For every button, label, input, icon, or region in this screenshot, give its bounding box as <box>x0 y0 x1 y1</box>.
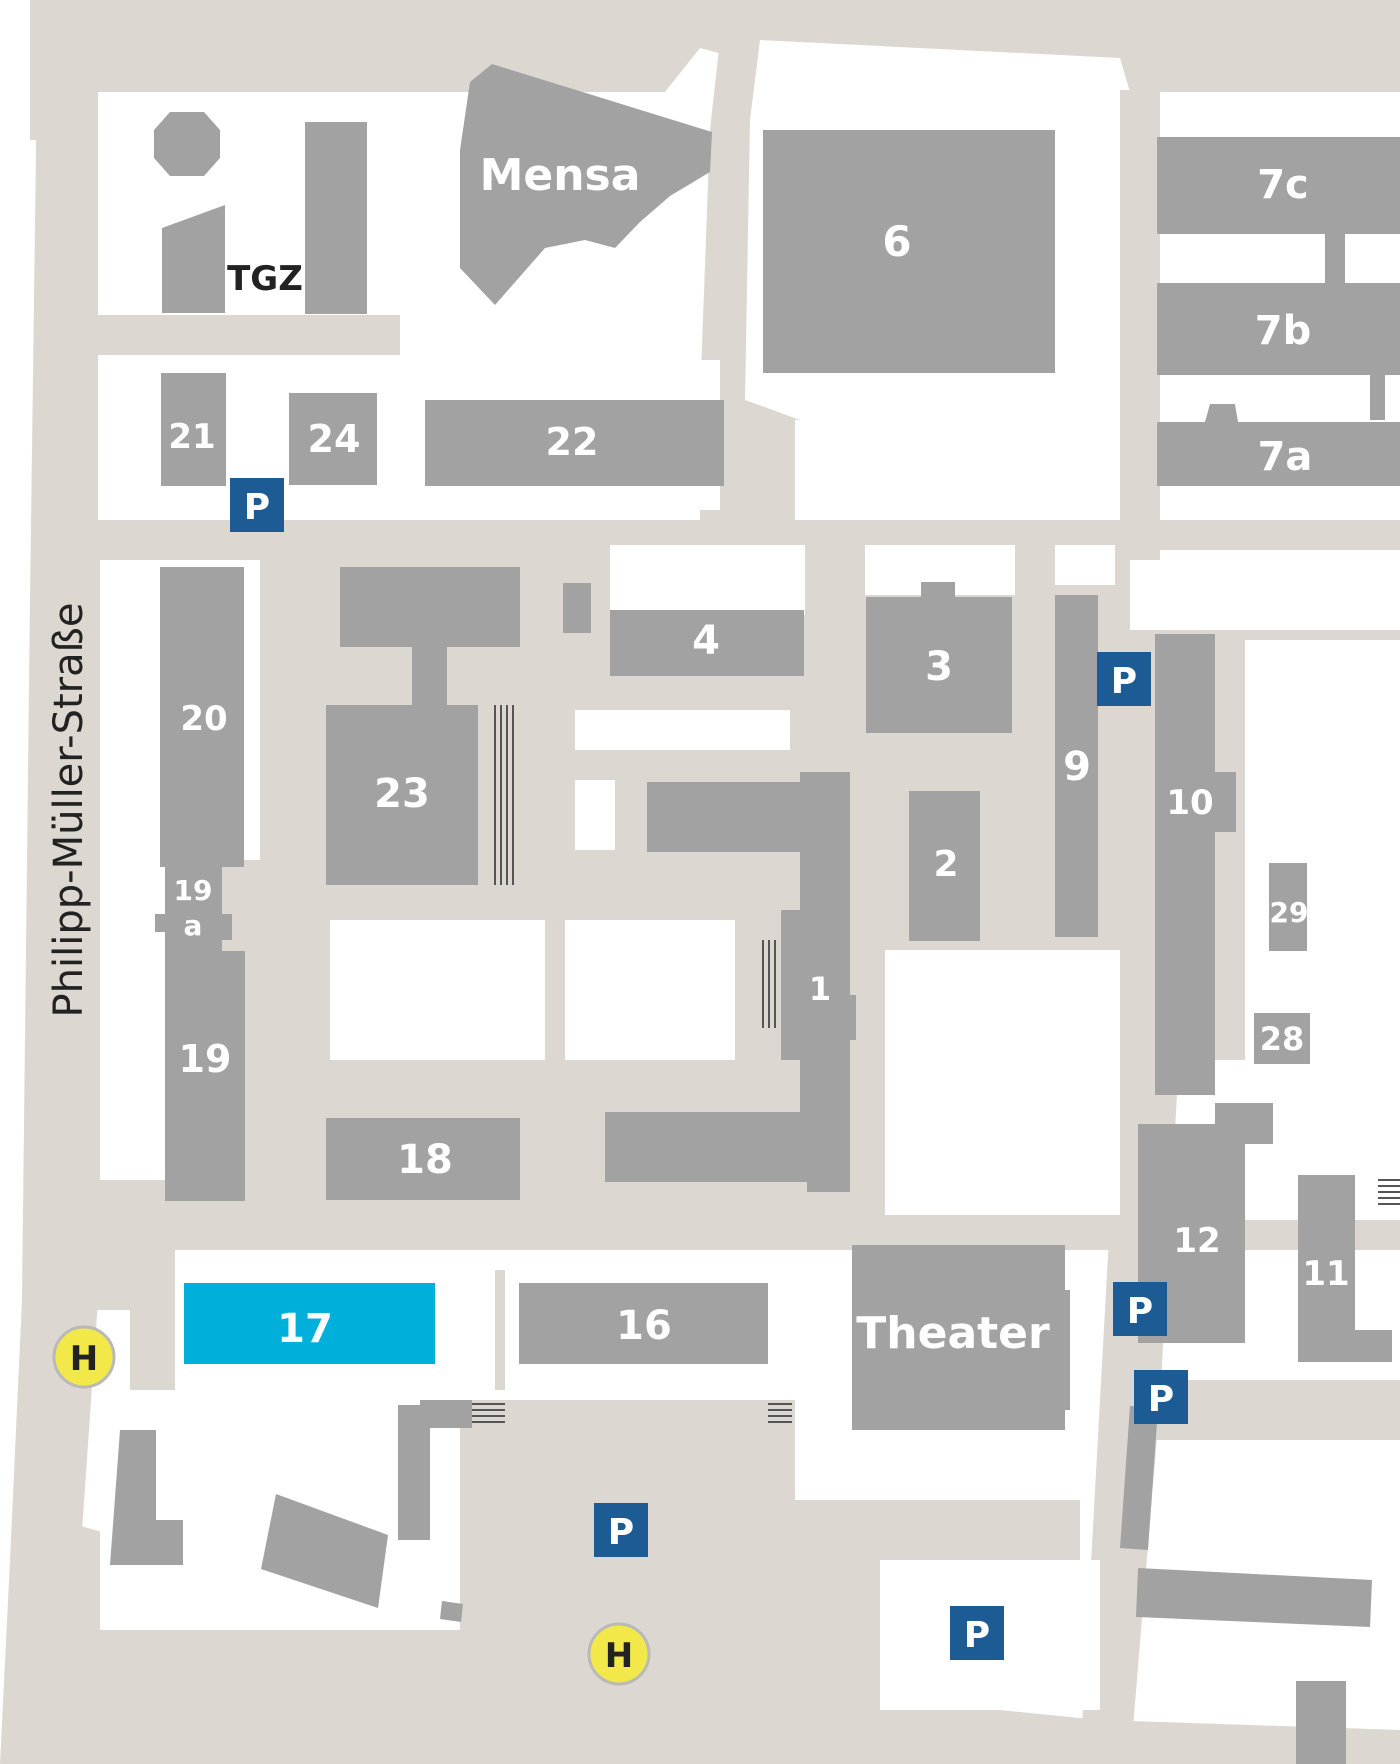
label-24: 24 <box>308 417 361 461</box>
label-mensa: Mensa <box>480 150 641 201</box>
building-28[interactable] <box>1254 1013 1310 1064</box>
tgz-west-building <box>162 205 225 313</box>
building-18[interactable] <box>326 1118 520 1200</box>
building-2[interactable] <box>909 791 980 941</box>
parking-icon[interactable]: P <box>1134 1370 1188 1424</box>
building-29[interactable] <box>1269 863 1307 951</box>
parking-signs: P P P P P P <box>230 478 1188 1660</box>
building-11[interactable] <box>1298 1175 1392 1362</box>
building-17-highlighted[interactable] <box>184 1283 435 1364</box>
label-20: 20 <box>180 699 227 739</box>
svg-text:P: P <box>1127 1291 1153 1332</box>
label-6: 6 <box>882 217 911 266</box>
building-7a[interactable] <box>1157 404 1400 486</box>
building-7c[interactable] <box>1157 137 1400 234</box>
building-23-connector <box>412 647 447 707</box>
building-6[interactable] <box>763 130 1055 373</box>
small-kiosk <box>563 583 591 633</box>
buildings <box>110 64 1400 1764</box>
svg-text:P: P <box>1111 661 1137 702</box>
label-21: 21 <box>168 417 215 457</box>
label-7b: 7b <box>1255 308 1311 354</box>
building-21[interactable] <box>161 373 226 486</box>
building-theater[interactable] <box>852 1245 1070 1430</box>
label-theater: Theater <box>856 1308 1050 1359</box>
label-tgz: TGZ <box>227 259 303 299</box>
label-17: 17 <box>277 1306 333 1352</box>
octagon-building <box>154 112 220 176</box>
building-10[interactable] <box>1155 634 1236 1095</box>
svg-text:P: P <box>964 1615 990 1656</box>
label-19a-bottom: a <box>184 909 203 942</box>
building-23-north-wing <box>340 567 520 647</box>
label-16: 16 <box>616 1303 672 1349</box>
building-19a[interactable] <box>155 867 232 951</box>
connector-7c-7b <box>1325 234 1345 284</box>
building-12[interactable] <box>1138 1103 1273 1343</box>
connector-7b-7a <box>1370 375 1385 420</box>
label-7c: 7c <box>1257 162 1309 208</box>
building-4[interactable] <box>610 610 804 676</box>
label-3: 3 <box>925 644 953 690</box>
bus-stop-icon[interactable]: H <box>587 1622 651 1686</box>
label-23: 23 <box>374 771 430 817</box>
street-name-philipp-mueller-strasse: Philipp-Müller-Straße <box>46 603 92 1018</box>
bus-stop-icon[interactable]: H <box>52 1325 116 1389</box>
building-24[interactable] <box>289 393 377 485</box>
building-southwest-l-shape <box>110 1430 183 1565</box>
svg-text:H: H <box>605 1636 633 1676</box>
tgz-tall-building <box>305 122 367 314</box>
parking-icon[interactable]: P <box>594 1503 648 1557</box>
label-29: 29 <box>1270 896 1309 929</box>
building-mensa[interactable] <box>460 64 712 305</box>
svg-text:H: H <box>70 1339 98 1379</box>
building-16[interactable] <box>519 1283 768 1364</box>
label-22: 22 <box>546 420 599 464</box>
label-11: 11 <box>1302 1254 1349 1294</box>
parking-icon[interactable]: P <box>230 478 284 532</box>
building-south-narrow <box>398 1400 472 1540</box>
building-23[interactable] <box>326 705 478 885</box>
label-12: 12 <box>1173 1221 1220 1261</box>
bus-stops: H H <box>52 1325 651 1686</box>
label-10: 10 <box>1166 783 1213 823</box>
building-east-long <box>1136 1568 1372 1627</box>
building-22[interactable] <box>425 400 724 486</box>
label-1: 1 <box>809 970 831 1008</box>
parking-icon[interactable]: P <box>950 1606 1004 1660</box>
building-south-tiny <box>440 1601 463 1622</box>
svg-text:P: P <box>1148 1379 1174 1420</box>
label-28: 28 <box>1260 1020 1305 1058</box>
building-1[interactable] <box>605 772 856 1192</box>
label-9: 9 <box>1063 744 1091 790</box>
building-20[interactable] <box>160 567 244 867</box>
label-19a-top: 19 <box>174 874 213 907</box>
building-9[interactable] <box>1055 595 1098 937</box>
label-18: 18 <box>397 1137 453 1183</box>
building-7b[interactable] <box>1157 283 1400 375</box>
label-7a: 7a <box>1258 434 1313 480</box>
building-southeast <box>1296 1681 1346 1764</box>
stairs <box>472 705 1400 1423</box>
label-4: 4 <box>692 618 720 664</box>
parking-icon[interactable]: P <box>1113 1282 1167 1336</box>
label-19: 19 <box>179 1037 232 1081</box>
building-east-strip <box>1120 1406 1158 1550</box>
building-labels: Mensa TGZ 6 7c 7b 7a 21 24 22 20 23 4 3 … <box>168 150 1349 1359</box>
svg-text:P: P <box>608 1512 634 1553</box>
building-3[interactable] <box>866 582 1012 733</box>
parking-icon[interactable]: P <box>1097 652 1151 706</box>
building-southwest-angled <box>261 1494 388 1608</box>
building-19[interactable] <box>165 951 245 1201</box>
svg-text:P: P <box>244 487 270 528</box>
label-2: 2 <box>933 844 958 885</box>
